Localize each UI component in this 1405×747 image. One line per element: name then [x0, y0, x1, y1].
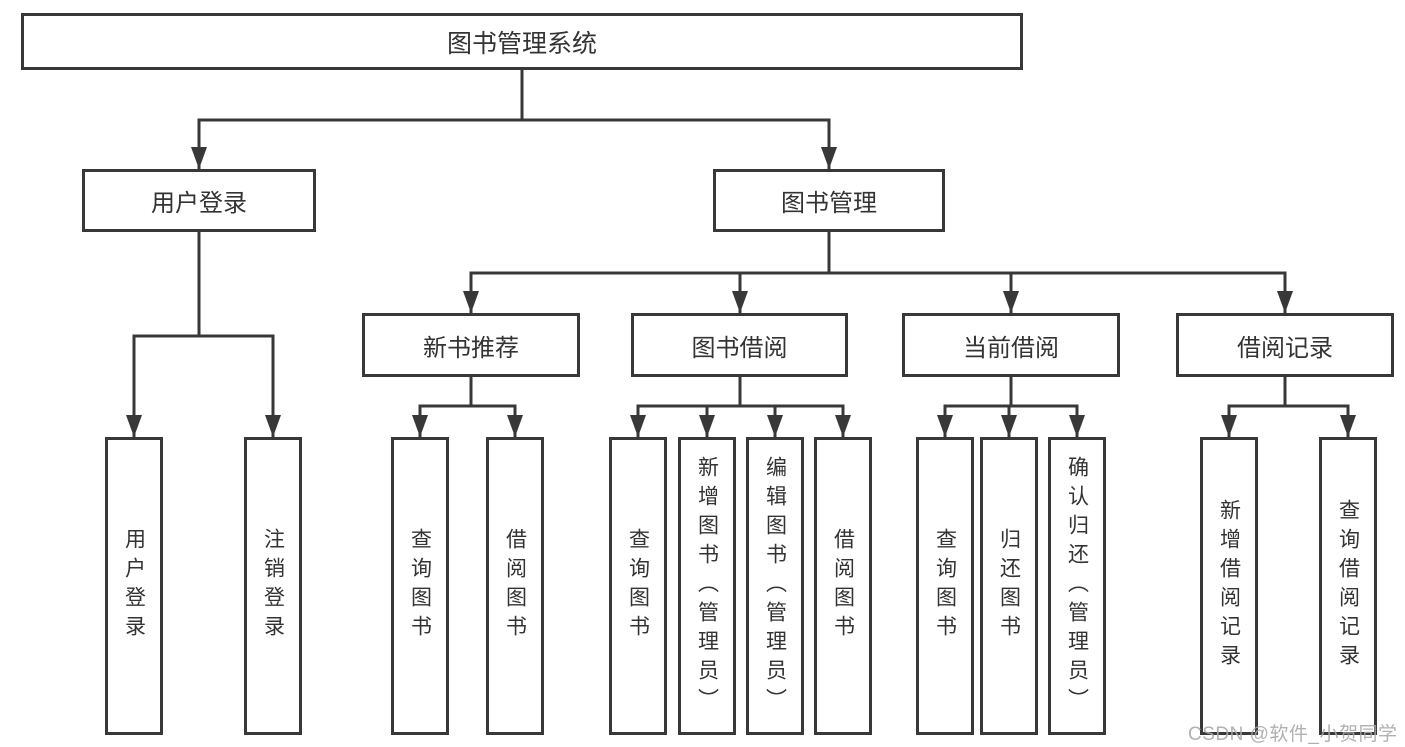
node-user-login: 用户登录	[82, 169, 316, 232]
node-root-label: 图书管理系统	[446, 29, 597, 58]
node-borrow-record: 借阅记录	[1176, 313, 1394, 377]
leaf-query-books-borrow-label: 查询图书	[626, 528, 650, 644]
leaf-return-books-label: 归还图书	[997, 528, 1021, 644]
node-book-borrow: 图书借阅	[631, 313, 848, 377]
leaf-user-login-label: 用户登录	[122, 528, 146, 644]
leaf-add-borrow-record-label: 新增借阅记录	[1217, 499, 1241, 673]
node-borrow-record-label: 借阅记录	[1237, 334, 1333, 362]
leaf-query-books-current-label: 查询图书	[933, 528, 957, 644]
node-user-login-label: 用户登录	[151, 190, 247, 217]
node-current-borrow-label: 当前借阅	[963, 334, 1059, 362]
leaf-query-books-recommend: 查询图书	[391, 437, 449, 735]
leaf-edit-books-admin-label: 编辑图书（管理员）	[763, 455, 787, 717]
node-book-manage-label: 图书管理	[781, 190, 877, 217]
node-new-book-recommend: 新书推荐	[362, 313, 580, 377]
leaf-add-borrow-record: 新增借阅记录	[1200, 437, 1258, 735]
leaf-borrow-books-recommend-label: 借阅图书	[503, 528, 527, 644]
node-current-borrow: 当前借阅	[902, 313, 1120, 377]
leaf-confirm-return-admin: 确认归还（管理员）	[1048, 437, 1106, 735]
leaf-confirm-return-admin-label: 确认归还（管理员）	[1065, 455, 1089, 717]
leaf-borrow-books-recommend: 借阅图书	[486, 437, 544, 735]
leaf-add-books-admin: 新增图书（管理员）	[678, 437, 736, 735]
leaf-logout: 注销登录	[244, 437, 302, 735]
leaf-query-books-current: 查询图书	[916, 437, 974, 735]
leaf-edit-books-admin: 编辑图书（管理员）	[746, 437, 804, 735]
leaf-query-borrow-record: 查询借阅记录	[1319, 437, 1377, 735]
node-root: 图书管理系统	[21, 13, 1023, 70]
leaf-return-books: 归还图书	[980, 437, 1038, 735]
watermark: CSDN @软件_小贺同学	[1188, 724, 1398, 745]
leaf-borrow-books-label: 借阅图书	[831, 528, 855, 644]
leaf-logout-label: 注销登录	[261, 528, 285, 644]
node-book-borrow-label: 图书借阅	[691, 334, 788, 362]
leaf-add-books-admin-label: 新增图书（管理员）	[695, 455, 719, 717]
leaf-user-login: 用户登录	[105, 437, 163, 735]
node-book-manage: 图书管理	[713, 169, 945, 232]
leaf-query-books-recommend-label: 查询图书	[408, 528, 432, 644]
leaf-query-books-borrow: 查询图书	[609, 437, 667, 735]
leaf-query-borrow-record-label: 查询借阅记录	[1336, 499, 1360, 673]
leaf-borrow-books: 借阅图书	[814, 437, 872, 735]
node-new-book-recommend-label: 新书推荐	[423, 334, 519, 362]
